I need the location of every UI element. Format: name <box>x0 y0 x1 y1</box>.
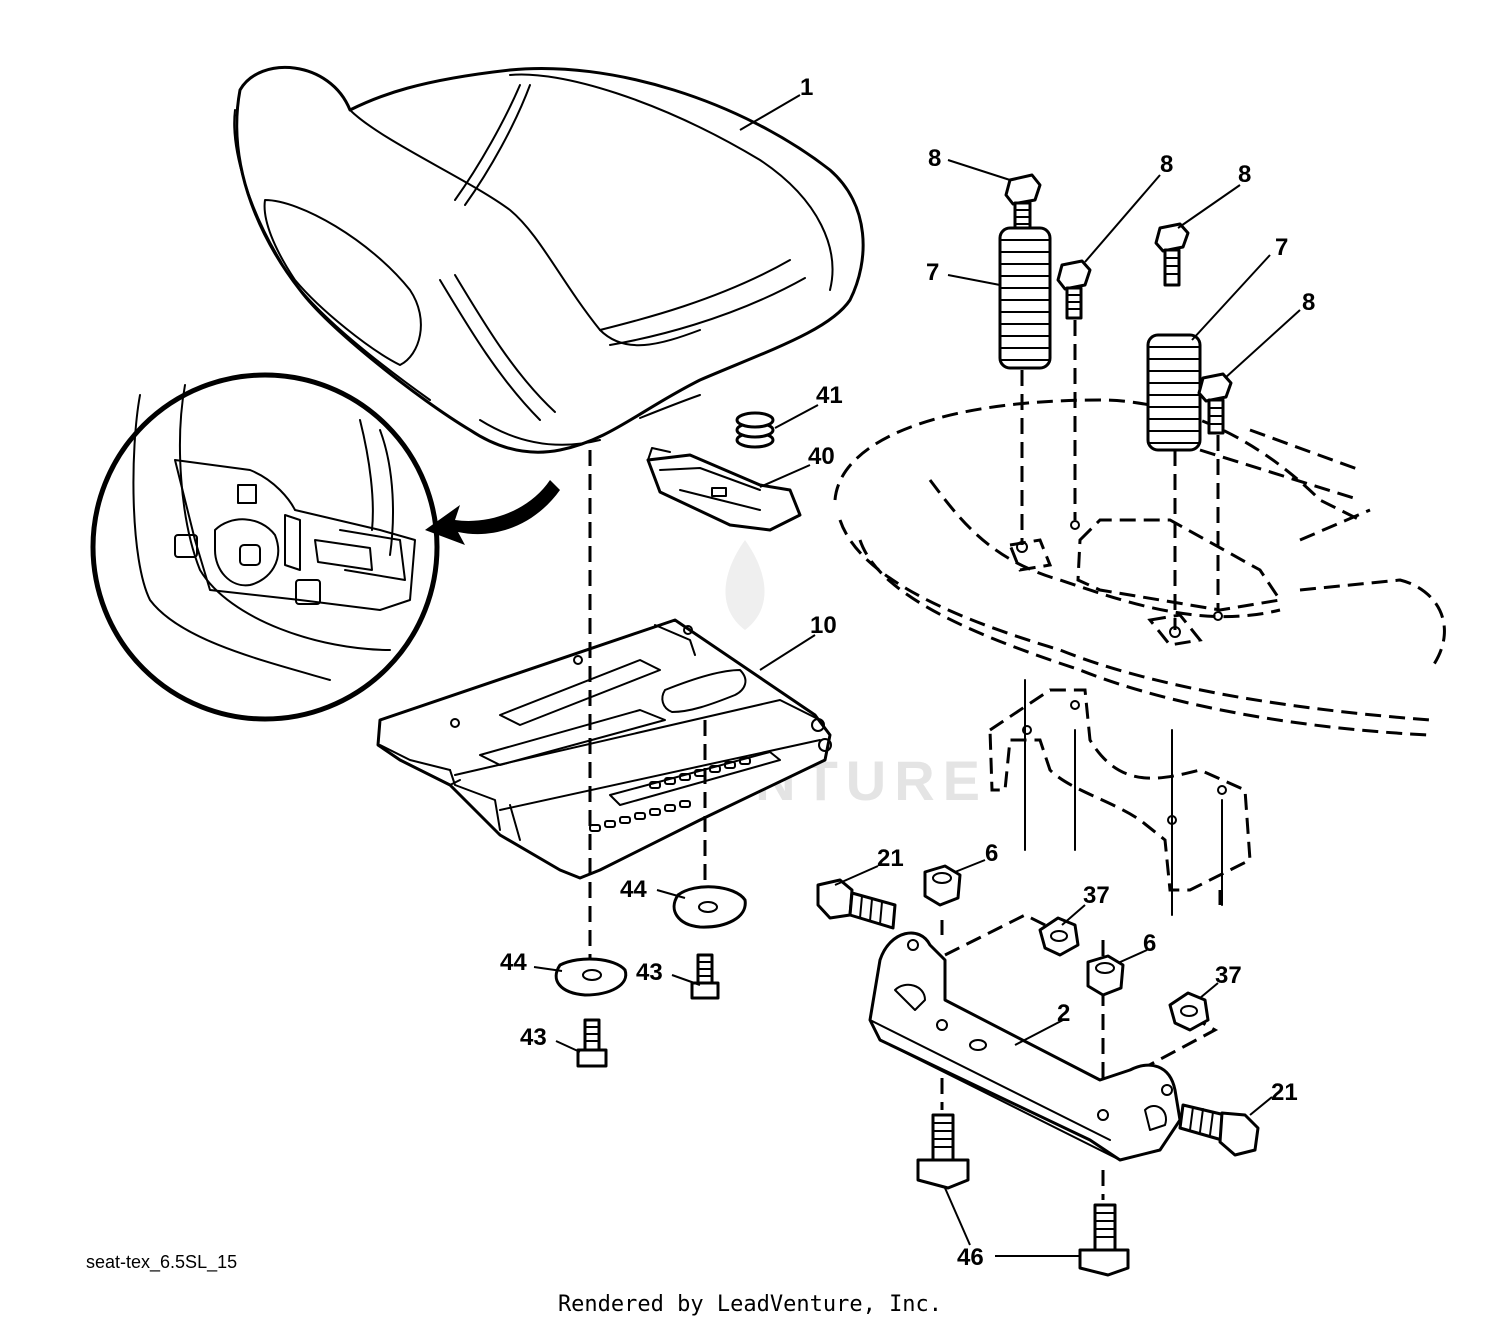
callout-8-d: 8 <box>1302 289 1315 316</box>
callout-37-a: 37 <box>1083 882 1110 909</box>
leader-lines <box>533 94 1301 1257</box>
callout-44-b: 44 <box>500 949 527 976</box>
bolt-part-46-left[interactable] <box>916 1113 970 1190</box>
callout-8-b: 8 <box>1160 151 1173 178</box>
bolt-part-8-c[interactable] <box>1154 222 1190 287</box>
rendered-by-credit: Rendered by LeadVenture, Inc. <box>557 1292 943 1317</box>
bolt-part-8-b[interactable] <box>1056 259 1092 320</box>
spring-part-7-right[interactable] <box>1146 333 1202 452</box>
diagram-reference-code: seat-tex_6.5SL_15 <box>86 1252 238 1272</box>
adjustment-slots <box>589 757 751 832</box>
clip-part-40[interactable] <box>646 447 802 532</box>
seat-part[interactable] <box>233 66 865 454</box>
nut-part-37-upper[interactable] <box>1038 916 1080 957</box>
bolt-part-21-left[interactable] <box>816 878 897 930</box>
alignment-lines-left <box>588 450 707 960</box>
callout-44-a: 44 <box>620 876 647 903</box>
detail-arrow <box>425 480 560 545</box>
callout-10: 10 <box>810 612 837 639</box>
nut-part-37-lower[interactable] <box>1168 991 1210 1032</box>
washer-part-44-upper[interactable] <box>672 885 747 929</box>
callout-6-a: 6 <box>985 840 998 867</box>
callout-21-a: 21 <box>877 845 904 872</box>
callout-41: 41 <box>816 382 843 409</box>
callout-8-c: 8 <box>1238 161 1251 188</box>
detail-view <box>90 372 440 722</box>
callout-8-a: 8 <box>928 145 941 172</box>
bolt-part-43-upper[interactable] <box>690 953 720 1000</box>
nut-part-6-upper[interactable] <box>923 864 962 907</box>
callouts: 1 8 8 8 8 7 7 41 40 10 21 6 37 6 37 44 4… <box>500 74 1315 1271</box>
callout-21-b: 21 <box>1271 1079 1298 1106</box>
bolt-part-46-right[interactable] <box>1078 1203 1130 1277</box>
callout-37-b: 37 <box>1215 962 1242 989</box>
spring-part-7-left[interactable] <box>998 226 1052 370</box>
callout-40: 40 <box>808 443 835 470</box>
callout-2: 2 <box>1057 1000 1070 1027</box>
bolt-part-21-right[interactable] <box>1178 1103 1260 1157</box>
washer-part-44[interactable] <box>554 957 628 997</box>
bolt-part-43[interactable] <box>576 1018 608 1068</box>
bolt-part-8-a[interactable] <box>1004 173 1042 230</box>
bracket-part-2[interactable] <box>868 931 1182 1162</box>
seat-pan-part-10[interactable] <box>376 618 832 880</box>
callout-7-b: 7 <box>1275 234 1288 261</box>
nut-part-6-lower[interactable] <box>1086 954 1125 997</box>
callout-7-a: 7 <box>926 259 939 286</box>
callout-6-b: 6 <box>1143 930 1156 957</box>
spring-part-41[interactable] <box>735 411 775 449</box>
callout-46: 46 <box>957 1244 984 1271</box>
callout-43-a: 43 <box>636 959 663 986</box>
callout-1: 1 <box>800 74 813 101</box>
frame-outline <box>833 398 1446 905</box>
callout-43-b: 43 <box>520 1024 547 1051</box>
bolt-part-8-d[interactable] <box>1197 372 1233 435</box>
